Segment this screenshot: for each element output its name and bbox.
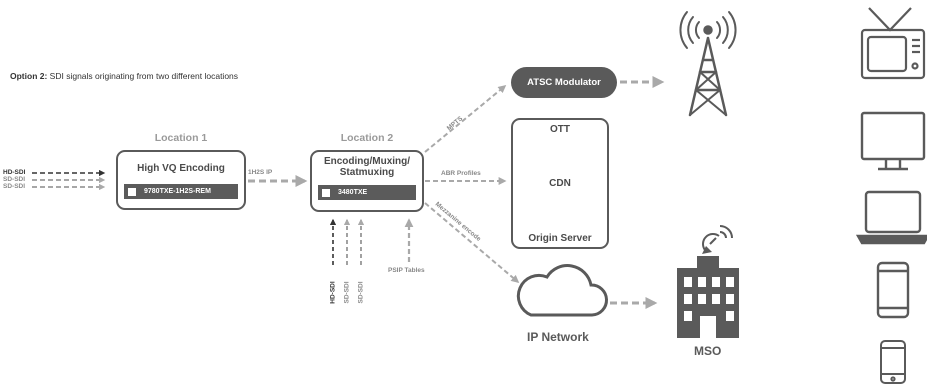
- cdn-label: CDN: [549, 178, 571, 189]
- location-2-title: Location 2: [340, 132, 394, 144]
- left-input-arrows: [32, 169, 106, 191]
- bottom-input-sd-sdi-1: SD-SDI: [343, 281, 351, 304]
- laptop-icon: [855, 190, 927, 245]
- atsc-modulator: ATSC Modulator: [511, 67, 617, 98]
- mso-label: MSO: [694, 344, 722, 358]
- left-input-sd-sdi-2: SD-SDI: [3, 183, 26, 190]
- location-2-box-title-1: Encoding/Muxing/: [323, 156, 411, 167]
- abr-profiles-label: ABR Profiles: [441, 170, 481, 177]
- ip-network-cloud-icon: [516, 264, 608, 317]
- ott-box: OTT CDN Origin Server: [511, 118, 609, 249]
- phone-icon: [880, 340, 906, 384]
- device-3480txe: 3480TXE: [318, 185, 416, 200]
- bottom-input-sd-sdi-2: SD-SDI: [357, 281, 365, 304]
- location-1-box-title: High VQ Encoding: [137, 163, 225, 174]
- monitor-icon: [860, 111, 926, 171]
- mso-building-icon: [677, 225, 739, 338]
- bottom-input-arrows: [329, 218, 414, 265]
- device-square-icon: [128, 187, 136, 196]
- origin-server-label: Origin Server: [528, 233, 592, 244]
- ip-network-label: IP Network: [527, 330, 589, 344]
- device-3480txe-label: 3480TXE: [338, 189, 368, 196]
- left-input-sd-sdi-1: SD-SDI: [3, 176, 26, 183]
- location-2-box-title-2: Statmuxing: [339, 167, 395, 178]
- location-1-box: High VQ Encoding 9780TXE-1H2S-REM: [116, 150, 246, 210]
- left-input-hd-sdi: HD-SDI: [3, 169, 26, 176]
- broadcast-tower-icon: [679, 11, 737, 117]
- location-1-title: Location 1: [154, 132, 208, 144]
- device-9780txe: 9780TXE-1H2S-REM: [124, 184, 238, 199]
- tablet-icon: [876, 261, 910, 319]
- ott-title: OTT: [550, 124, 570, 135]
- bottom-input-hd-sdi: HD-SDI: [329, 281, 337, 304]
- l1-to-l2-label: 1H2S IP: [248, 169, 273, 176]
- device-9780txe-label: 9780TXE-1H2S-REM: [144, 188, 211, 195]
- mpts-arrow: [424, 84, 507, 153]
- location-2-box: Encoding/Muxing/ Statmuxing 3480TXE: [310, 150, 424, 212]
- psip-tables-label: PSIP Tables: [388, 267, 425, 274]
- diagram-caption: Option 2: SDI signals originating from t…: [10, 71, 239, 81]
- tv-icon: [860, 7, 926, 80]
- device-square-icon: [322, 188, 330, 197]
- mezzanine-arrow: [424, 202, 520, 284]
